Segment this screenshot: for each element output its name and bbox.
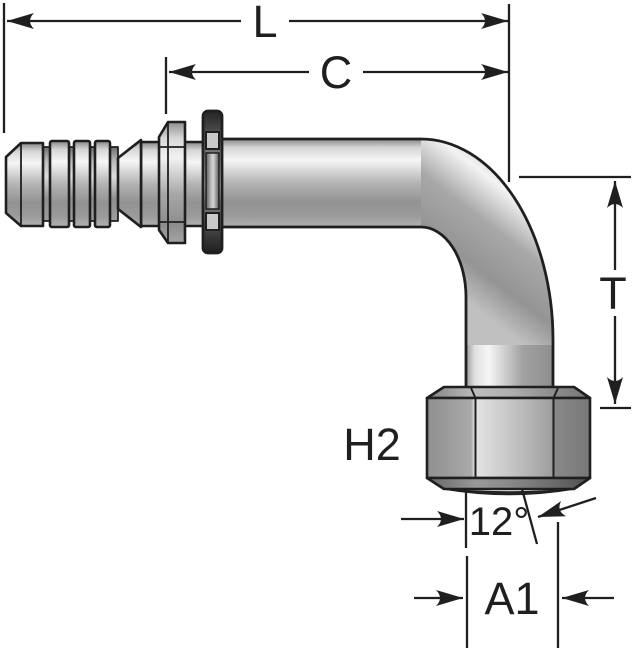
nut-facet-chamfer-right [552, 387, 559, 399]
stem-barb-rib [72, 139, 92, 229]
hex-nut [425, 385, 592, 496]
ring-cross-section-top [205, 131, 220, 150]
nut-bottom-rim [443, 488, 575, 496]
dimension-seat-angle [401, 488, 597, 548]
extension-lines [2, 3, 511, 182]
collar-flange [157, 120, 187, 245]
angle-leader-right [537, 496, 597, 519]
c-dimension-label: C [320, 47, 353, 98]
hose-stem [4, 138, 227, 229]
seat-angle-label: 12° [469, 500, 530, 544]
dimension-A1 [414, 522, 614, 648]
tube-horizontal-fill [222, 139, 421, 227]
stem-flare-cone [116, 138, 143, 229]
dimension-T [519, 175, 631, 410]
angle-slant-line [520, 488, 539, 545]
nut-body [425, 396, 592, 480]
stem-barb-rib [48, 139, 71, 229]
stem-barb-rib [93, 139, 112, 229]
tube-vertical-fill [466, 345, 553, 390]
ring-mid-highlight [205, 152, 220, 210]
tube-bend-fill [421, 139, 553, 345]
collar-outline [157, 120, 187, 245]
nut-bottom-chamfer [425, 476, 592, 491]
nut-top-chamfer [425, 385, 592, 400]
a1-dimension-label: A1 [484, 573, 539, 624]
h2-hex-label: H2 [343, 419, 401, 470]
retaining-ring [201, 109, 224, 255]
ring-cross-section-bottom [205, 212, 220, 231]
stem-nose-cone [4, 141, 45, 228]
t-dimension-label: T [599, 268, 627, 319]
nut-facet-chamfer-left [470, 387, 477, 399]
elbow-tube [222, 137, 555, 390]
l-dimension-label: L [252, 0, 277, 47]
tube-outline [222, 137, 555, 390]
